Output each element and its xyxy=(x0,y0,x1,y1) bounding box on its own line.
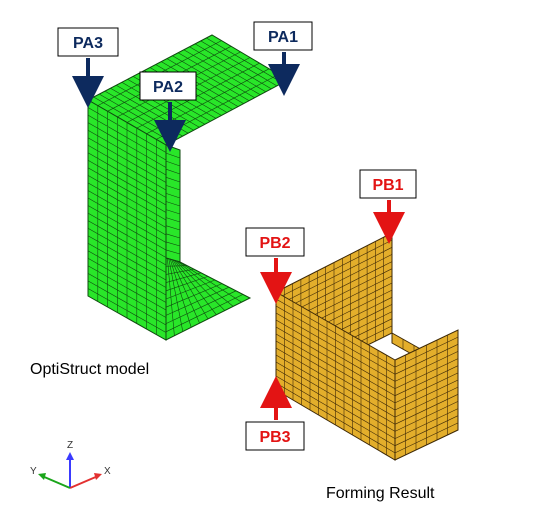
label-pb2: PB2 xyxy=(245,227,305,304)
web-front-mesh xyxy=(87,99,167,341)
svg-text:Z: Z xyxy=(67,440,73,451)
svg-text:PB2: PB2 xyxy=(259,235,290,252)
label-pb1: PB1 xyxy=(359,169,417,244)
label-pa3: PA3 xyxy=(57,27,119,108)
svg-text:PB1: PB1 xyxy=(372,177,403,194)
label-pb3: PB3 xyxy=(245,376,305,451)
svg-text:X: X xyxy=(104,466,111,477)
coordinate-triad: Z X Y xyxy=(30,440,111,489)
label-pa1: PA1 xyxy=(253,21,313,96)
forming-result-mesh-model xyxy=(275,232,459,461)
y-axis-icon xyxy=(41,475,71,489)
svg-text:PA3: PA3 xyxy=(73,35,103,52)
caption-forming-result: Forming Result xyxy=(326,485,435,502)
caption-optistruct-model: OptiStruct model xyxy=(30,361,149,378)
svg-text:Y: Y xyxy=(30,466,37,477)
svg-text:PB3: PB3 xyxy=(259,429,290,446)
end-wall-mesh xyxy=(394,329,459,461)
svg-text:PA2: PA2 xyxy=(153,79,183,96)
x-axis-icon xyxy=(69,475,99,489)
label-pa2: PA2 xyxy=(139,71,197,152)
bottom-flange-mesh xyxy=(165,257,252,341)
web-side-mesh xyxy=(165,144,181,263)
svg-text:PA1: PA1 xyxy=(268,29,298,46)
